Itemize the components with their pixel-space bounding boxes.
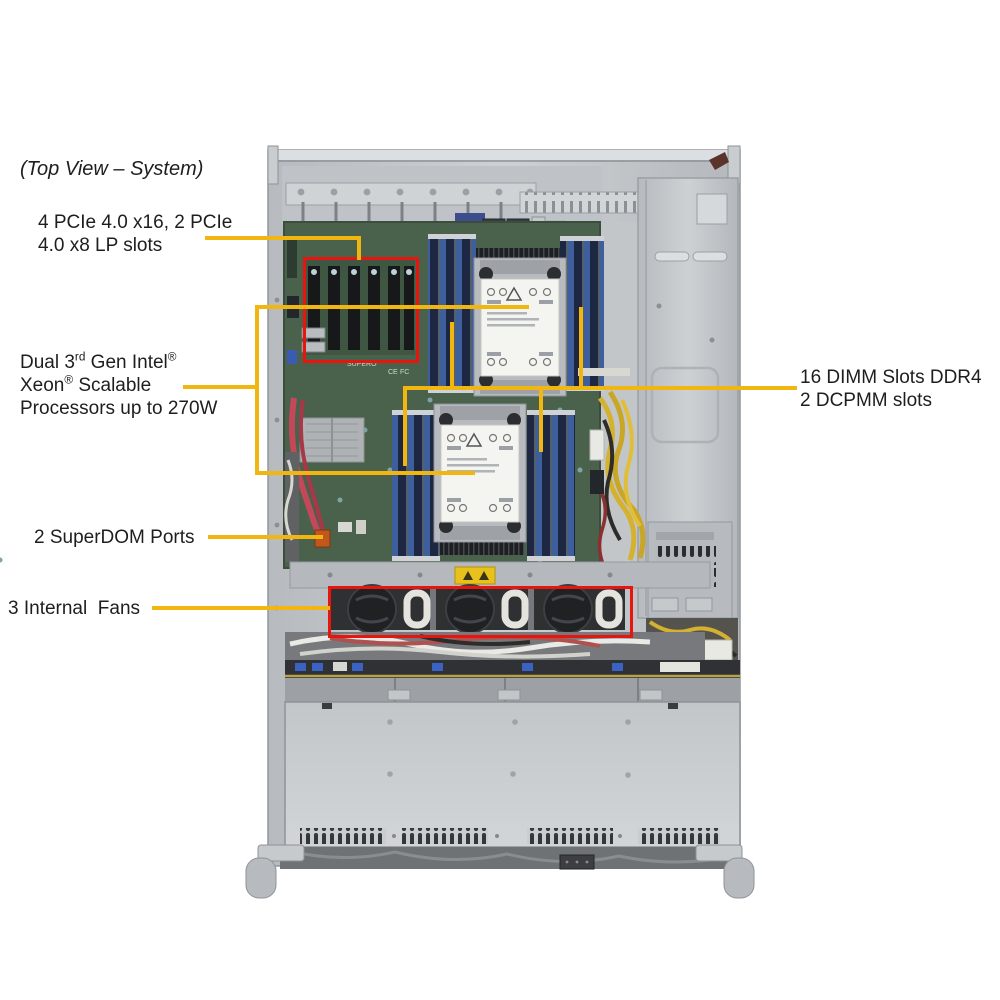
divider-rail [285,678,740,702]
dimm-tick-3 [539,386,543,452]
xeon-callout-prong-cpu2 [255,471,475,475]
vrm-heatsink-cpu2 [436,540,524,555]
fcc-mark: FC [400,369,409,376]
drive-bay-cover [284,701,741,856]
superdom-label: 2 SuperDOM Ports [34,527,195,548]
fans-label: 3 Internal Fans [8,598,141,619]
superdom-port-2 [301,341,326,353]
cpu1-heatsink [473,257,567,397]
top-view-caption: (Top View – System) [20,158,204,180]
xeon-callout-bracket [255,305,259,475]
dimm-tick-1 [403,386,407,466]
front-edge [280,847,740,870]
fan-bracket [289,561,711,589]
drive-backplane [285,660,740,678]
dimm-callout-line [403,386,797,390]
xeon-callout-prong-cpu1 [255,305,529,309]
dimm-tick-4 [579,307,583,388]
pcie-slots-highlight [303,257,419,363]
warning-sticker [454,566,496,585]
fans-highlight [328,586,633,638]
pcie-callout-line-v [357,236,361,260]
dimm-tick-2 [450,322,454,388]
sata-cable [288,397,321,534]
usb-ports [455,213,485,222]
cable-bundle [578,368,646,582]
fans-callout-line [152,606,330,610]
pcie-callout-line [205,236,361,240]
rear-io-panel [282,166,689,249]
dimm-bank-cpu2-right [527,414,575,558]
rear-latch [709,152,729,170]
rack-ears [245,844,755,899]
superdom-callout-line [208,535,323,539]
xeon-callout-line [183,385,259,389]
board-logo: SUPERO [347,361,377,368]
ce-mark: CE [388,369,398,376]
superdom-port-1 [301,327,326,339]
internal-fans [330,584,625,634]
dimm-bank-cpu2-left [392,414,440,558]
